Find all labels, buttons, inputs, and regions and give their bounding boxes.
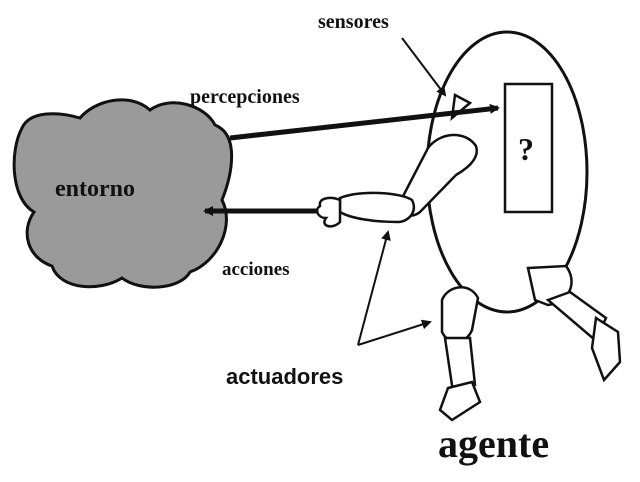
agent-processor-box: [503, 82, 554, 214]
label-acciones: acciones: [222, 259, 290, 280]
actuators-pointer-leg: [357, 319, 432, 346]
label-actuadores: actuadores: [226, 364, 343, 389]
sensors-pointer: [401, 37, 447, 97]
agent-right-leg: [526, 264, 622, 383]
actuators-pointer-arm: [357, 230, 391, 346]
agent-hand: [315, 196, 342, 228]
agent-arm: [315, 133, 479, 228]
environment-blob: [12, 98, 234, 289]
label-percepciones: percepciones: [190, 86, 300, 108]
label-sensores: sensores: [318, 11, 389, 33]
label-entorno: entorno: [55, 176, 135, 202]
perception-arrow: [229, 103, 500, 141]
processor-unknown-symbol: ?: [518, 131, 534, 167]
label-agente: agente: [438, 421, 549, 466]
agent-left-leg: [438, 286, 482, 422]
